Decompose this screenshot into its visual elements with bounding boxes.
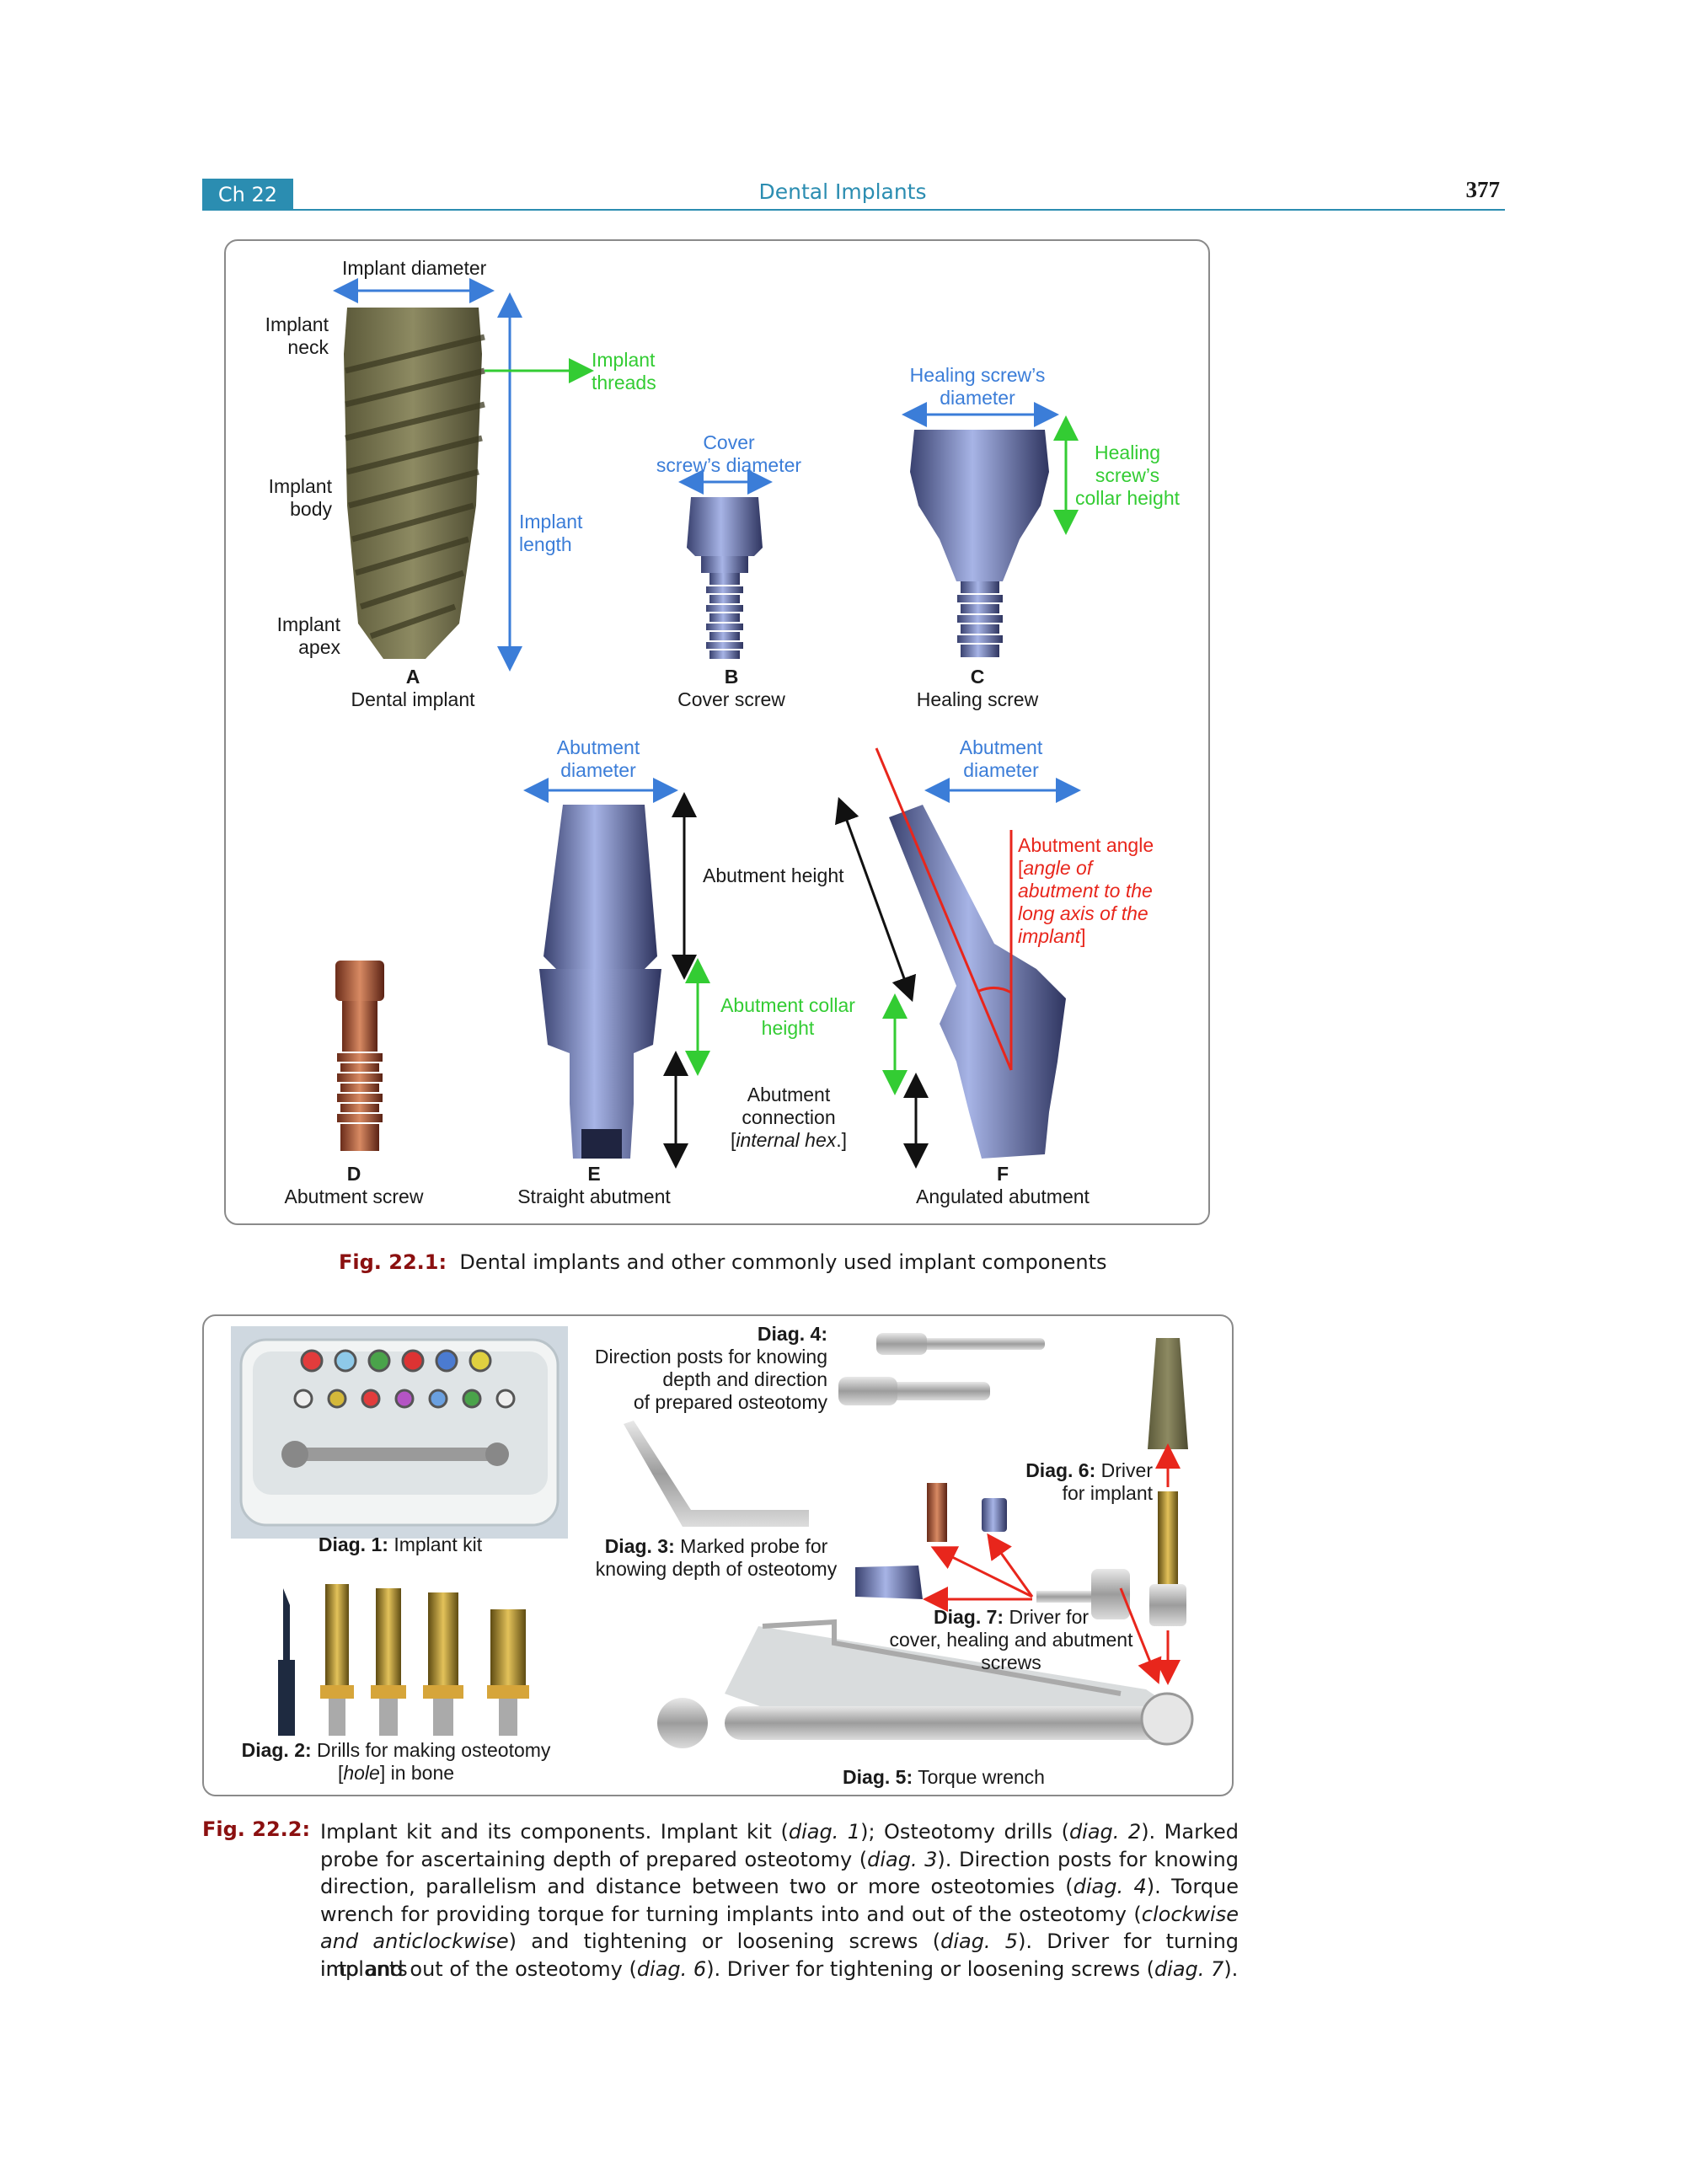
- diag4-label: Diag. 4: Direction posts for knowing dep…: [594, 1323, 827, 1413]
- diag2-label: Diag. 2: Drills for making osteotomy [ho…: [241, 1739, 551, 1784]
- diag6-label: Diag. 6: Driver for implant: [1025, 1459, 1153, 1504]
- diag1-label: Diag. 1: Implant kit: [318, 1533, 483, 1555]
- figure-22-2-caption: Implant kit and its components. Implant …: [320, 1818, 1239, 1983]
- caption-line: Implant kit and its components. Implant …: [320, 1820, 1240, 1844]
- figure-22-2-caption-label: Fig. 22.2:: [202, 1817, 311, 1841]
- diag5-label: Diag. 5: Torque wrench: [843, 1766, 1045, 1788]
- caption-line: into and out of the osteotomy (diag. 6).…: [320, 1956, 1239, 1981]
- caption-line: probe for ascertaining depth of prepared…: [320, 1847, 1239, 1871]
- abutment-height-label: Abutment height: [703, 864, 844, 886]
- abutment-angle-label: Abutment angle [angle of abutment to the…: [1018, 834, 1154, 947]
- header-rule: [202, 209, 1505, 211]
- diag3-label: Diag. 3: Marked probe for knowing depth …: [595, 1535, 838, 1580]
- running-title: Dental Implants: [758, 179, 927, 204]
- diag7-label: Diag. 7: Driver for cover, healing and a…: [889, 1606, 1133, 1673]
- figure-22-1-caption: Fig. 22.1: Dental implants and other com…: [339, 1250, 1107, 1274]
- implant-diameter-label: Implant diameter: [342, 257, 487, 279]
- caption-line: and anticlockwise) and tightening or loo…: [320, 1930, 1240, 1981]
- chapter-tab: Ch 22: [202, 179, 293, 211]
- page-number: 377: [1465, 177, 1501, 202]
- caption-line: wrench for providing torque for turning …: [320, 1902, 1239, 1926]
- caption-line: direction, parallelism and distance betw…: [320, 1875, 1239, 1898]
